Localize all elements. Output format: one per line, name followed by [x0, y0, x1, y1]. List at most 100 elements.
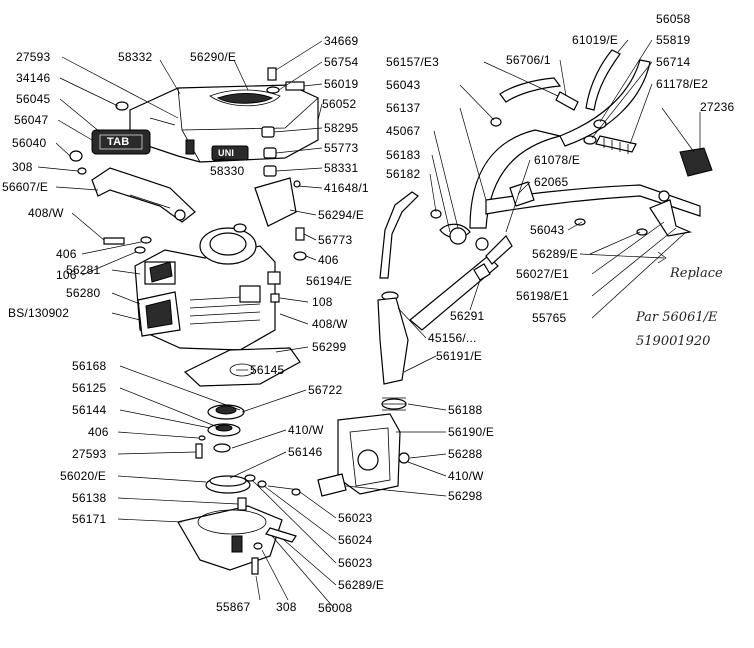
label-56183: 56183: [386, 148, 421, 162]
label-58332: 58332: [118, 50, 153, 64]
engine-part: [134, 223, 281, 351]
label-56754: 56754: [324, 55, 359, 69]
label-56198e1: 56198/E1: [516, 289, 569, 303]
label-56773: 56773: [318, 233, 353, 247]
handlebar-part: [430, 49, 713, 237]
label-56288: 56288: [448, 447, 483, 461]
label-55765: 55765: [532, 311, 567, 325]
label-56144: 56144: [72, 403, 107, 417]
label-408w-mid: 408/W: [312, 317, 348, 331]
label-56194e: 56194/E: [306, 274, 353, 288]
label-406-left: 406: [56, 247, 77, 261]
label-56298: 56298: [448, 489, 483, 503]
label-45156: 45156/...: [428, 331, 477, 345]
label-58295: 58295: [324, 121, 359, 135]
label-55819: 55819: [656, 33, 691, 47]
front-bar-part: [91, 167, 196, 223]
label-308-lower: 308: [276, 600, 297, 614]
label-410w-left: 410/W: [288, 423, 324, 437]
label-56290e: 56290/E: [190, 50, 237, 64]
label-56190e: 56190/E: [448, 425, 495, 439]
label-56714: 56714: [656, 55, 691, 69]
label-27593-top: 27593: [16, 50, 51, 64]
label-55773: 55773: [324, 141, 359, 155]
label-108: 108: [312, 295, 333, 309]
label-55867: 55867: [216, 600, 251, 614]
bottom-housing-part: [177, 497, 283, 575]
label-56052: 56052: [322, 97, 357, 111]
label-61178e2: 61178/E2: [656, 77, 709, 91]
label-56138: 56138: [72, 491, 107, 505]
handwritten-note-replace: Replace: [670, 266, 723, 281]
left-screws-part: [103, 236, 152, 254]
label-34669: 34669: [324, 34, 359, 48]
front-decal-part: [91, 129, 151, 155]
label-56024: 56024: [338, 533, 373, 547]
label-56281: 56281: [66, 263, 101, 277]
label-56168: 56168: [72, 359, 107, 373]
label-56045: 56045: [16, 92, 51, 106]
side-decal-mark: TAB: [107, 136, 130, 148]
main-tube-part: [409, 181, 535, 331]
leader-lines: [37, 39, 701, 609]
label-56157e3: 56157/E3: [386, 55, 439, 69]
engine-cover-part: [129, 84, 319, 163]
label-408w-left: 408/W: [28, 206, 64, 220]
label-34146: 34146: [16, 71, 51, 85]
label-56040: 56040: [12, 136, 47, 150]
handwritten-note-number: 519001920: [636, 334, 711, 349]
label-56294e: 56294/E: [318, 208, 365, 222]
label-27593-lower: 27593: [72, 447, 107, 461]
label-406-lower: 406: [88, 425, 109, 439]
drive-shaft-part: [377, 191, 419, 411]
label-56289e-lower: 56289/E: [338, 578, 385, 592]
label-56008: 56008: [318, 601, 353, 615]
label-58330: 58330: [210, 164, 245, 178]
label-56043-top: 56043: [386, 78, 421, 92]
label-56027e1: 56027/E1: [516, 267, 569, 281]
label-56191e: 56191/E: [436, 349, 483, 363]
label-56023-lower: 56023: [338, 556, 373, 570]
label-bs130902: BS/130902: [8, 306, 70, 320]
label-41648: 41648/1: [324, 181, 369, 195]
label-56289e-right: 56289/E: [532, 247, 579, 261]
label-56125: 56125: [72, 381, 107, 395]
label-56023-upper: 56023: [338, 511, 373, 525]
cover-decal-part: [211, 145, 249, 161]
label-106: 106: [56, 268, 77, 282]
label-56145: 56145: [250, 363, 285, 377]
gear-housing-part: [317, 413, 410, 497]
label-308-top: 308: [12, 160, 33, 174]
label-58331: 58331: [324, 161, 359, 175]
label-56722: 56722: [308, 383, 343, 397]
label-406-mid: 406: [318, 253, 339, 267]
label-56043-mid: 56043: [530, 223, 565, 237]
label-56291: 56291: [450, 309, 485, 323]
label-56058: 56058: [656, 12, 691, 26]
cover-screws-part: [69, 67, 305, 175]
label-27236: 27236: [700, 100, 735, 114]
handwritten-note-par: Par 56061/E: [636, 310, 718, 325]
label-56020e: 56020/E: [60, 469, 107, 483]
label-56182: 56182: [386, 167, 421, 181]
label-56188: 56188: [448, 403, 483, 417]
label-61078e: 61078/E: [534, 153, 581, 167]
label-62065: 62065: [534, 175, 569, 189]
base-plate-part: [183, 347, 301, 387]
label-56171: 56171: [72, 512, 107, 526]
label-56047: 56047: [14, 113, 49, 127]
label-56607e: 56607/E: [2, 180, 49, 194]
label-61019e: 61019/E: [572, 33, 619, 47]
cable-fittings-part: [244, 474, 301, 543]
label-45067: 45067: [386, 124, 421, 138]
label-56280: 56280: [66, 286, 101, 300]
label-56299: 56299: [312, 340, 347, 354]
label-410w-right: 410/W: [448, 469, 484, 483]
label-56137: 56137: [386, 101, 421, 115]
label-56706: 56706/1: [506, 53, 551, 67]
clutch-stack-part: [195, 404, 251, 494]
front-decal-mark: UNI: [218, 148, 235, 158]
label-56019: 56019: [324, 77, 359, 91]
label-56146: 56146: [288, 445, 323, 459]
